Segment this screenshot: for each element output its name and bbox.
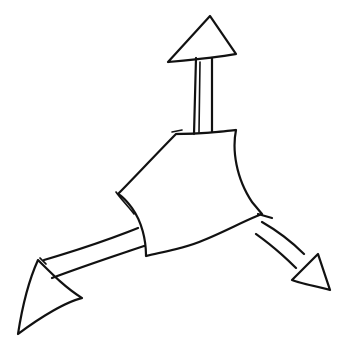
right-arrow: [256, 214, 330, 290]
top-arrow: [168, 16, 236, 134]
center-hub: [116, 130, 262, 256]
left-arrow: [18, 228, 144, 334]
